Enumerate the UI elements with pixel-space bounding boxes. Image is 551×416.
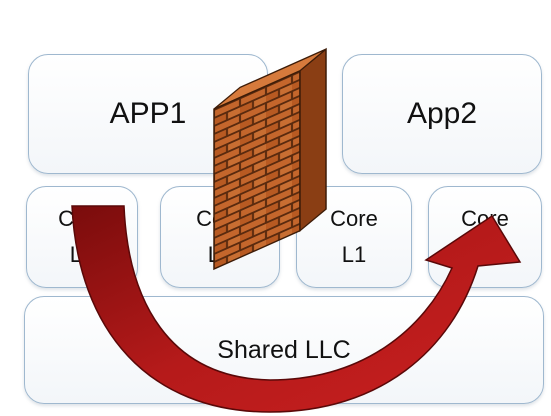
app2-box: App2: [342, 54, 542, 174]
shared-llc-label: Shared LLC: [217, 335, 351, 364]
core-label: Core: [330, 206, 378, 231]
app2-label: App2: [406, 97, 478, 130]
core-box-3: Core L1: [296, 186, 412, 288]
app1-label: APP1: [109, 97, 187, 130]
cache-label: L1: [341, 242, 367, 267]
